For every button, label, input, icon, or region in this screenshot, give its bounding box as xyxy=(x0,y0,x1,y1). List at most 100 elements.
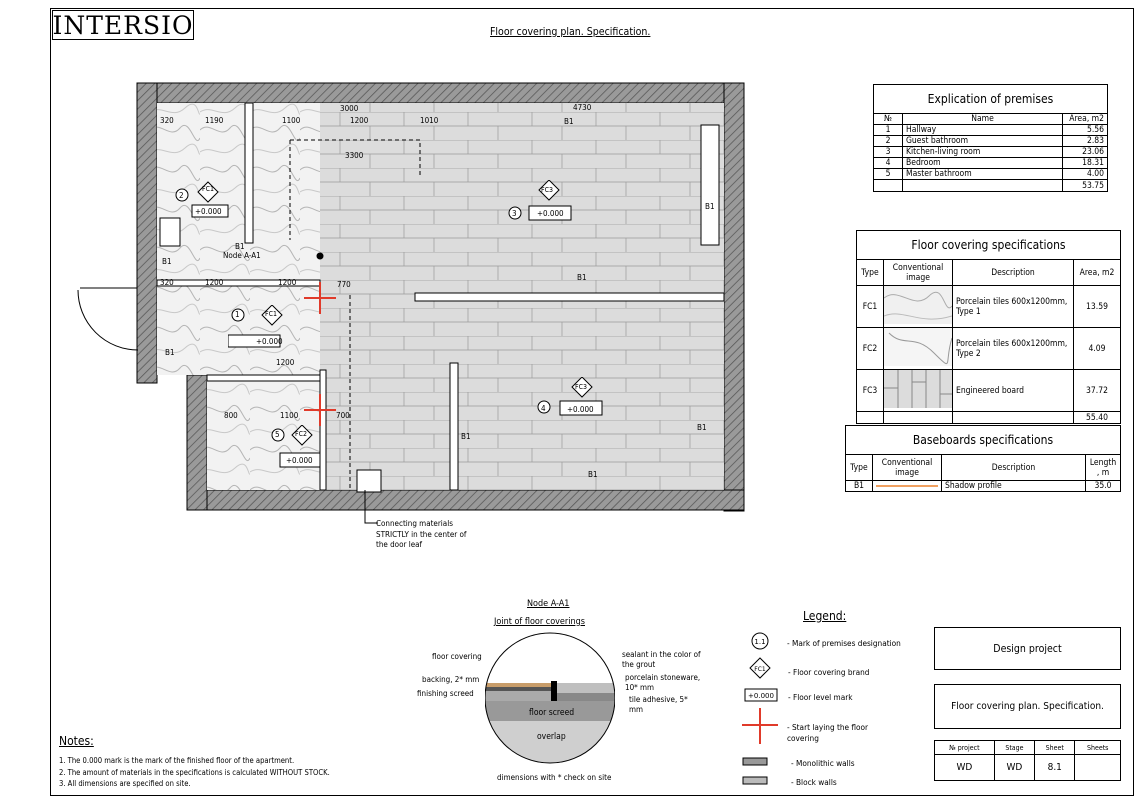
notes-title: Notes: xyxy=(59,734,94,748)
node-label: porcelain stoneware, 10* mm xyxy=(625,673,701,692)
company-logo: INTERSIO xyxy=(52,10,194,40)
room-marker xyxy=(175,181,229,218)
legend-symbols: 1.1 FC1 +0.000 xyxy=(742,632,778,785)
legend-item: - Block walls xyxy=(791,777,837,787)
fc3-swatch-icon xyxy=(884,370,952,408)
table-row: FC1 Porcelain tiles 600x1200mm, Type 1 1… xyxy=(856,285,1121,328)
column-header: № xyxy=(873,113,903,125)
notes-list: 1. The 0.000 mark is the mark of the fin… xyxy=(59,755,330,790)
table-caption: Explication of premises xyxy=(873,84,1108,114)
table-caption: Baseboards specifications xyxy=(845,425,1121,455)
dim-label: 800 xyxy=(224,411,238,420)
room-number: 1 xyxy=(235,310,240,319)
table-row: 53.75 xyxy=(873,179,1108,192)
legend-item: - Mark of premises designation xyxy=(787,638,901,648)
node-label: tile adhesive, 5* mm xyxy=(629,695,688,714)
column-header: Description xyxy=(952,259,1074,286)
dim-label: 4730 xyxy=(573,103,592,112)
room-marker xyxy=(271,425,321,468)
floor-spec-table: Floor covering specifications Type Conve… xyxy=(856,230,1121,424)
level-mark: +0.000 xyxy=(195,207,222,216)
dim-label: 320 xyxy=(160,116,174,125)
dim-label: 3300 xyxy=(345,151,364,160)
column-header: Type xyxy=(845,454,873,481)
level-mark: +0.000 xyxy=(567,405,594,414)
baseboard-label: B1 xyxy=(165,348,175,357)
explication-table: Explication of premises № Name Area, m2 … xyxy=(873,84,1108,192)
column-header: Conventional image xyxy=(872,454,942,481)
baseboard-label: B1 xyxy=(564,117,574,126)
legend-title: Legend: xyxy=(803,609,847,623)
level-mark: +0.000 xyxy=(256,337,283,346)
node-label: overlap xyxy=(537,732,566,742)
room-marker xyxy=(228,305,283,348)
table-row: 55.40 xyxy=(856,411,1121,424)
svg-text:FC1: FC1 xyxy=(754,666,766,673)
column-header: Name xyxy=(902,113,1063,125)
baseboard-swatch-icon xyxy=(876,485,938,487)
fc-brand: FC1 xyxy=(202,185,215,193)
fc-brand: FC2 xyxy=(295,430,308,438)
node-label: floor covering xyxy=(432,652,482,661)
baseboard-label: B1 xyxy=(588,470,598,479)
room-number: 2 xyxy=(179,191,184,200)
dim-label: 320 xyxy=(160,278,174,287)
legend-item: - Floor level mark xyxy=(788,692,853,702)
node-label: sealant in the color of the grout xyxy=(622,650,701,669)
legend-item: - Floor covering brand xyxy=(788,667,870,677)
node-label: Node A-A1 xyxy=(223,251,261,260)
note-line: 3. All dimensions are specified on site. xyxy=(59,779,191,788)
column-header: Length , m xyxy=(1085,454,1121,481)
column-header: Area, m2 xyxy=(1073,259,1121,286)
baseboard-spec-table: Baseboards specifications Type Conventio… xyxy=(845,425,1121,492)
dim-label: 1200 xyxy=(205,278,224,287)
dim-label: 700 xyxy=(336,411,350,420)
dim-label: 1010 xyxy=(420,116,439,125)
dim-label: 3000 xyxy=(340,104,359,113)
node-note: dimensions with * check on site xyxy=(497,773,612,782)
dim-label: 1100 xyxy=(280,411,299,420)
svg-text:1.1: 1.1 xyxy=(754,638,765,646)
table-row: FC2 Porcelain tiles 600x1200mm, Type 2 4… xyxy=(856,327,1121,370)
node-label: floor screed xyxy=(529,708,575,718)
baseboard-label: B1 xyxy=(461,432,471,441)
drawing-sheet xyxy=(50,8,1134,796)
column-header: Area, m2 xyxy=(1062,113,1108,125)
room-marker xyxy=(508,180,572,221)
room-number: 3 xyxy=(512,209,517,218)
table-caption: Floor covering specifications xyxy=(856,230,1121,260)
level-mark: +0.000 xyxy=(286,456,313,465)
node-title: Node A-A1 xyxy=(527,599,570,609)
sheet-title-box: Floor covering plan. Specification. xyxy=(934,684,1121,729)
dim-label: 1100 xyxy=(282,116,301,125)
node-label: finishing screed xyxy=(417,689,474,698)
dim-label: 1190 xyxy=(205,116,224,125)
fc-brand: FC1 xyxy=(265,310,278,318)
column-header: Type xyxy=(856,259,884,286)
table-row: FC3 Engineered board 37.72 xyxy=(856,369,1121,412)
dim-label: 1200 xyxy=(350,116,369,125)
node-section-drawing xyxy=(485,632,615,764)
room-number: 4 xyxy=(541,404,546,413)
room-marker xyxy=(537,377,603,416)
column-header: Conventional image xyxy=(883,259,953,286)
svg-text:+0.000: +0.000 xyxy=(748,692,774,700)
baseboard-label: B1 xyxy=(577,273,587,282)
floor-plan xyxy=(77,82,745,512)
node-label: backing, 2* mm xyxy=(422,675,480,684)
node-marker-icon xyxy=(316,252,324,260)
legend-item: - Monolithic walls xyxy=(791,758,855,768)
table-row: B1 Shadow profile 35.0 xyxy=(845,480,1121,492)
project-type-box: Design project xyxy=(934,627,1121,670)
note-line: 2. The amount of materials in the specif… xyxy=(59,767,330,777)
baseboard-label: B1 xyxy=(162,257,172,266)
level-mark: +0.000 xyxy=(537,209,564,218)
sheet-title: Floor covering plan. Specification. xyxy=(490,26,651,38)
fc2-swatch-icon xyxy=(884,328,953,366)
